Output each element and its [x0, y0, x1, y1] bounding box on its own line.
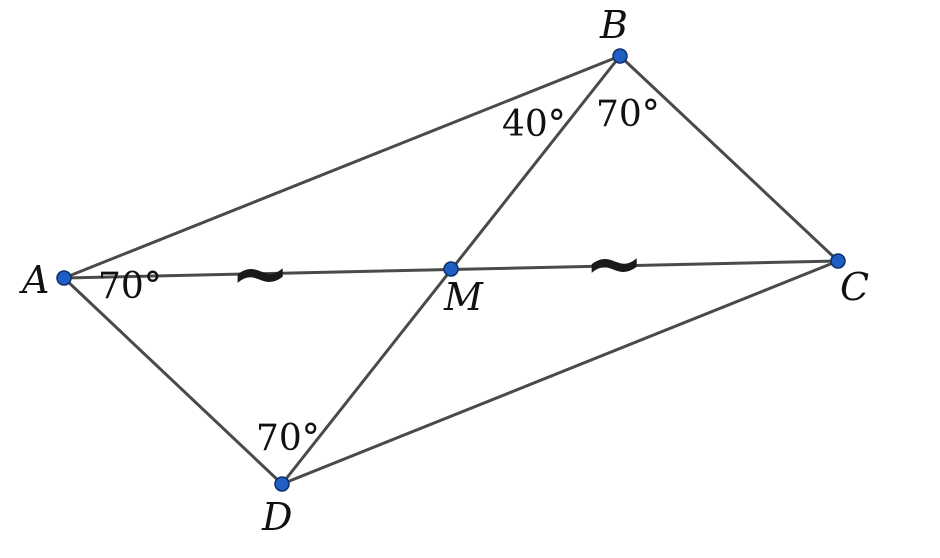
angle-label-BAC: 70° — [98, 266, 162, 307]
point-A — [56, 270, 72, 286]
equal-mark-AM: ~ — [230, 231, 290, 315]
label-D: D — [261, 495, 292, 539]
segment-BC — [618, 54, 840, 263]
point-D — [274, 476, 290, 492]
segment-AB — [62, 54, 622, 280]
label-A: A — [19, 258, 49, 302]
label-B: B — [599, 3, 628, 47]
point-C — [830, 253, 846, 269]
point-M — [443, 261, 459, 277]
angle-label-ADB: 70° — [256, 418, 320, 459]
label-C: C — [840, 265, 869, 309]
label-M: M — [443, 275, 484, 319]
point-B — [612, 48, 628, 64]
angle-label-ABD: 40° — [502, 104, 566, 145]
angle-label-DBC: 70° — [596, 94, 660, 135]
segment-DA — [62, 276, 284, 486]
equal-mark-MC: ~ — [584, 221, 644, 305]
segment-CD — [280, 259, 840, 486]
